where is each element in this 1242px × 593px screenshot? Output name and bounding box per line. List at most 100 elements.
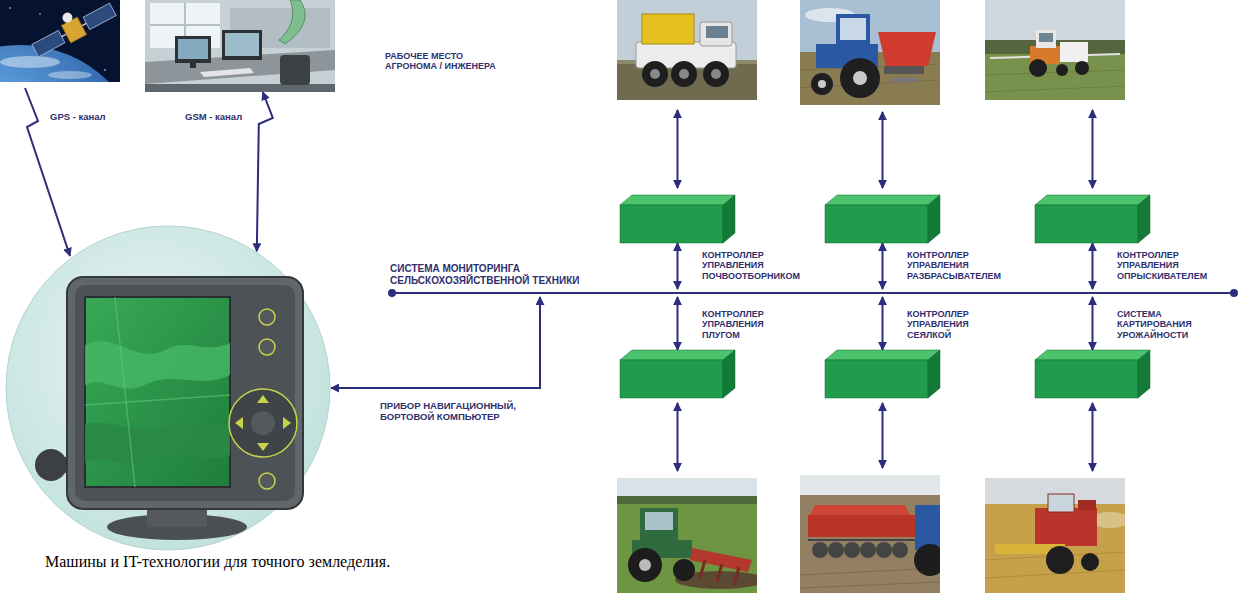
plough-photo bbox=[617, 478, 757, 593]
spreader-photo bbox=[884, 66, 924, 74]
connector-arrow bbox=[331, 297, 540, 388]
navigator-illustration bbox=[6, 226, 330, 550]
sprayer-photo bbox=[1056, 64, 1068, 76]
controller-block bbox=[620, 350, 735, 360]
channel-label: GPS - канал bbox=[48, 112, 108, 123]
spreader-photo bbox=[891, 77, 919, 83]
channel-label: GSM - канал bbox=[183, 112, 244, 123]
connector-arrow bbox=[1092, 297, 1094, 350]
workstation-photo bbox=[178, 39, 208, 59]
plough-photo bbox=[617, 504, 757, 593]
machine-link-arrow bbox=[677, 110, 679, 188]
navigator-illustration bbox=[251, 411, 275, 435]
controller-block bbox=[825, 205, 928, 243]
plough-photo bbox=[700, 560, 705, 578]
node-label: КОНТРОЛЛЕР УПРАВЛЕНИЯ ПЛУГОМ bbox=[702, 309, 764, 340]
seeder-photo bbox=[812, 542, 828, 558]
workstation-photo bbox=[175, 36, 211, 63]
spreader-photo bbox=[878, 32, 936, 66]
spreader-photo bbox=[800, 0, 940, 105]
sprayer-photo bbox=[985, 70, 1125, 75]
satellite-photo bbox=[48, 71, 92, 79]
workstation-node: РАБОЧЕЕ МЕСТО АГРОНОМА / ИНЖЕНЕРА bbox=[145, 0, 335, 92]
combine-photo bbox=[1035, 508, 1097, 546]
bus-line bbox=[388, 289, 396, 297]
machine-link-arrow bbox=[882, 403, 884, 468]
monitoring-bus: СИСТЕМА МОНИТОРИНГА СЕЛЬСКОХОЗЯЙСТВЕННОЙ… bbox=[388, 289, 1238, 297]
machine-link-arrow bbox=[882, 112, 884, 188]
controller-block bbox=[620, 350, 735, 398]
workstation-photo bbox=[279, 0, 305, 44]
seeder-photo bbox=[828, 542, 844, 558]
satellite-photo bbox=[0, 0, 120, 82]
navigator-illustration bbox=[115, 297, 135, 487]
controller-block bbox=[1035, 350, 1150, 398]
satellite-photo bbox=[0, 45, 120, 82]
seeder-photo bbox=[876, 542, 892, 558]
combine-photo bbox=[1078, 500, 1096, 510]
satellite-photo bbox=[61, 11, 75, 25]
seeder-photo bbox=[810, 505, 910, 515]
seeder-photo bbox=[860, 542, 876, 558]
soil-sampler-photo bbox=[650, 69, 660, 79]
spreader-photo bbox=[836, 14, 870, 46]
controller-block bbox=[825, 360, 928, 398]
bus-line bbox=[1230, 289, 1238, 297]
combine-photo bbox=[985, 478, 1125, 593]
sprayer-photo bbox=[1036, 30, 1056, 48]
spreader-photo bbox=[800, 0, 940, 105]
navigator-illustration bbox=[5, 225, 331, 551]
satellite-photo bbox=[32, 30, 65, 56]
controller-block bbox=[620, 205, 723, 243]
navigator-illustration bbox=[67, 277, 303, 509]
figure-caption: Машины и IT-технологии для точного земле… bbox=[45, 553, 390, 571]
navigator-illustration bbox=[259, 309, 275, 325]
controller-block bbox=[825, 350, 940, 360]
node-label: СИСТЕМА МОНИТОРИНГА СЕЛЬСКОХОЗЯЙСТВЕННОЙ… bbox=[390, 263, 605, 286]
soil-sampler-photo bbox=[617, 0, 757, 100]
seeder-photo bbox=[800, 582, 940, 588]
sprayer-photo bbox=[985, 86, 1125, 92]
seeder-photo bbox=[892, 542, 908, 558]
spreader-photo bbox=[840, 18, 866, 40]
navigator-device: ПРИБОР НАВИГАЦИОННЫЙ, БОРТОВОЙ КОМПЬЮТЕР bbox=[5, 225, 331, 551]
controller-block bbox=[620, 195, 735, 243]
navigator-illustration bbox=[85, 421, 230, 463]
connector-arrow bbox=[257, 92, 273, 251]
controller-block bbox=[1035, 195, 1150, 243]
soil-sampler-photo bbox=[617, 0, 757, 100]
connector-arrow bbox=[1092, 243, 1094, 289]
controller-block bbox=[723, 195, 735, 243]
connector-arrow bbox=[882, 297, 884, 350]
workstation-photo bbox=[222, 30, 262, 60]
soil-sampler-photo bbox=[703, 61, 729, 87]
navigator-illustration bbox=[257, 395, 269, 403]
navigator-illustration bbox=[257, 443, 269, 451]
controller-box: КОНТРОЛЛЕР УПРАВЛЕНИЯ ОПРЫСКИВАТЕЛЕМ bbox=[1035, 195, 1150, 243]
controller-block bbox=[825, 195, 940, 205]
satellite-photo bbox=[9, 7, 11, 9]
machine-link-arrow bbox=[677, 403, 679, 471]
sprayer-photo bbox=[1060, 42, 1088, 62]
bus-line bbox=[392, 292, 1234, 294]
workstation-photo bbox=[280, 55, 310, 85]
node-label: РАБОЧЕЕ МЕСТО АГРОНОМА / ИНЖЕНЕРА bbox=[385, 51, 507, 72]
navigator-illustration bbox=[35, 449, 67, 481]
seeder-photo bbox=[915, 505, 940, 550]
seeder-photo bbox=[800, 495, 940, 593]
machine-link-arrow bbox=[678, 110, 1093, 471]
plough-photo bbox=[734, 567, 739, 585]
seeder-photo bbox=[800, 475, 940, 495]
soil-sampler-photo bbox=[706, 26, 728, 38]
workstation-photo bbox=[145, 0, 335, 92]
satellite-photo bbox=[104, 69, 106, 71]
node-label: КОНТРОЛЛЕР УПРАВЛЕНИЯ РАЗБРАСЫВАТЕЛЕМ bbox=[907, 250, 1001, 281]
plough-photo bbox=[645, 512, 673, 530]
plough-photo bbox=[617, 496, 757, 504]
controller-block bbox=[1138, 350, 1150, 398]
controller-block bbox=[1138, 195, 1150, 243]
controller-box: КОНТРОЛЛЕР УПРАВЛЕНИЯ ПОЧВООТБОРНИКОМ bbox=[620, 195, 735, 243]
controller-block bbox=[1035, 350, 1150, 360]
spreader-photo bbox=[840, 58, 880, 98]
